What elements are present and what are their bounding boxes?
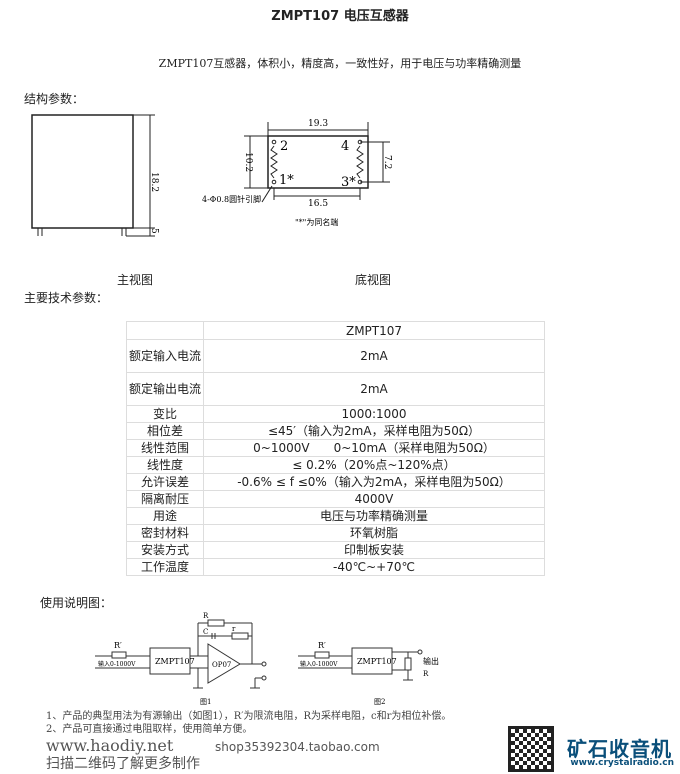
pin-note: 4-Φ0.8圆针引脚 <box>202 194 261 204</box>
opamp-label: OP07 <box>212 661 231 669</box>
device-label: ZMPT107 <box>155 657 195 666</box>
table-row: 安装方式印制板安装 <box>126 541 545 559</box>
qr-code <box>508 726 554 772</box>
front-view-caption: 主视图 <box>117 273 154 287</box>
watermark-shop: shop35392304.taobao.com <box>215 740 380 754</box>
circuit-fig2 <box>298 647 423 681</box>
fig1-caption: 图1 <box>200 698 211 706</box>
c-label: C <box>203 628 208 636</box>
pin-2-label: 2 <box>280 139 288 154</box>
specs-heading: 主要技术参数： <box>24 291 109 305</box>
width-label: 19.3 <box>308 119 328 129</box>
table-row: 用途电压与功率精确测量 <box>126 507 545 525</box>
pin-pitch-label: 7.2 <box>382 155 392 169</box>
bottom-view-caption: 底视图 <box>355 273 392 287</box>
intro-text: ZMPT107互感器，体积小，精度高，一致性好，用于电压与功率精确测量 <box>158 57 522 70</box>
note-1: 1、产品的典型用法为有源输出（如图1），R′为限流电阻，R为采样电阻，c和r为相… <box>46 711 452 722</box>
table-row: 工作温度-40℃~+70℃ <box>126 558 545 576</box>
pin-4-label: 4 <box>341 139 349 154</box>
brand-logo: 矿石收音机 <box>567 737 672 761</box>
front-view <box>31 114 155 237</box>
dimension-drawings: 18.2 5 19.3 10.2 16.5 7.2 2 4 1* 3* 4-Φ0… <box>31 114 392 237</box>
input-label: 输入0-1000V <box>98 660 136 668</box>
bottom-view <box>244 122 390 203</box>
pin-length-label: 5 <box>149 228 159 234</box>
page-title: ZMPT107 电压互感器 <box>271 9 409 24</box>
same-name-note: "*"为同名端 <box>295 217 338 227</box>
table-row: 相位差≤45′（输入为2mA，采样电阻为50Ω） <box>126 422 545 440</box>
front-height-label: 18.2 <box>149 172 159 192</box>
table-row: 线性度≤ 0.2%（20%点~120%点） <box>126 456 545 474</box>
r-label-2: R <box>423 670 429 678</box>
usage-heading: 使用说明图： <box>40 596 113 610</box>
output-label: 输出 <box>423 656 439 666</box>
input-label-2: 输入0-1000V <box>300 660 338 668</box>
structure-heading: 结构参数： <box>24 92 85 106</box>
r-label: R <box>203 612 209 620</box>
device-label-2: ZMPT107 <box>357 657 397 666</box>
table-header: ZMPT107 <box>203 321 545 340</box>
fig2-caption: 图2 <box>374 698 385 706</box>
pin-3-label: 3* <box>341 175 356 190</box>
watermark-site: www.haodiy.net <box>46 736 174 755</box>
brand-url: www.crystalradio.cn <box>570 758 674 768</box>
watermark-scan: 扫描二维码了解更多制作 <box>46 756 200 772</box>
table-row: 密封材料环氧树脂 <box>126 524 545 542</box>
circuit-fig1 <box>95 619 267 689</box>
r-prime-label: R′ <box>114 641 122 650</box>
r-small-label: r <box>232 625 236 633</box>
pin-1-label: 1* <box>279 173 294 188</box>
depth-label: 10.2 <box>243 152 253 172</box>
r-prime-label-2: R′ <box>318 641 326 650</box>
note-2: 2、产品可直接通过电阻取样，使用简单方便。 <box>46 724 253 735</box>
pin-span-label: 16.5 <box>308 199 328 209</box>
circuit-diagrams: R′ 输入0-1000V ZMPT107 OP07 R C r R′ 输入0-1… <box>95 612 439 706</box>
table-row: 允许误差-0.6% ≤ f ≤0%（输入为2mA，采样电阻为50Ω） <box>126 473 545 491</box>
